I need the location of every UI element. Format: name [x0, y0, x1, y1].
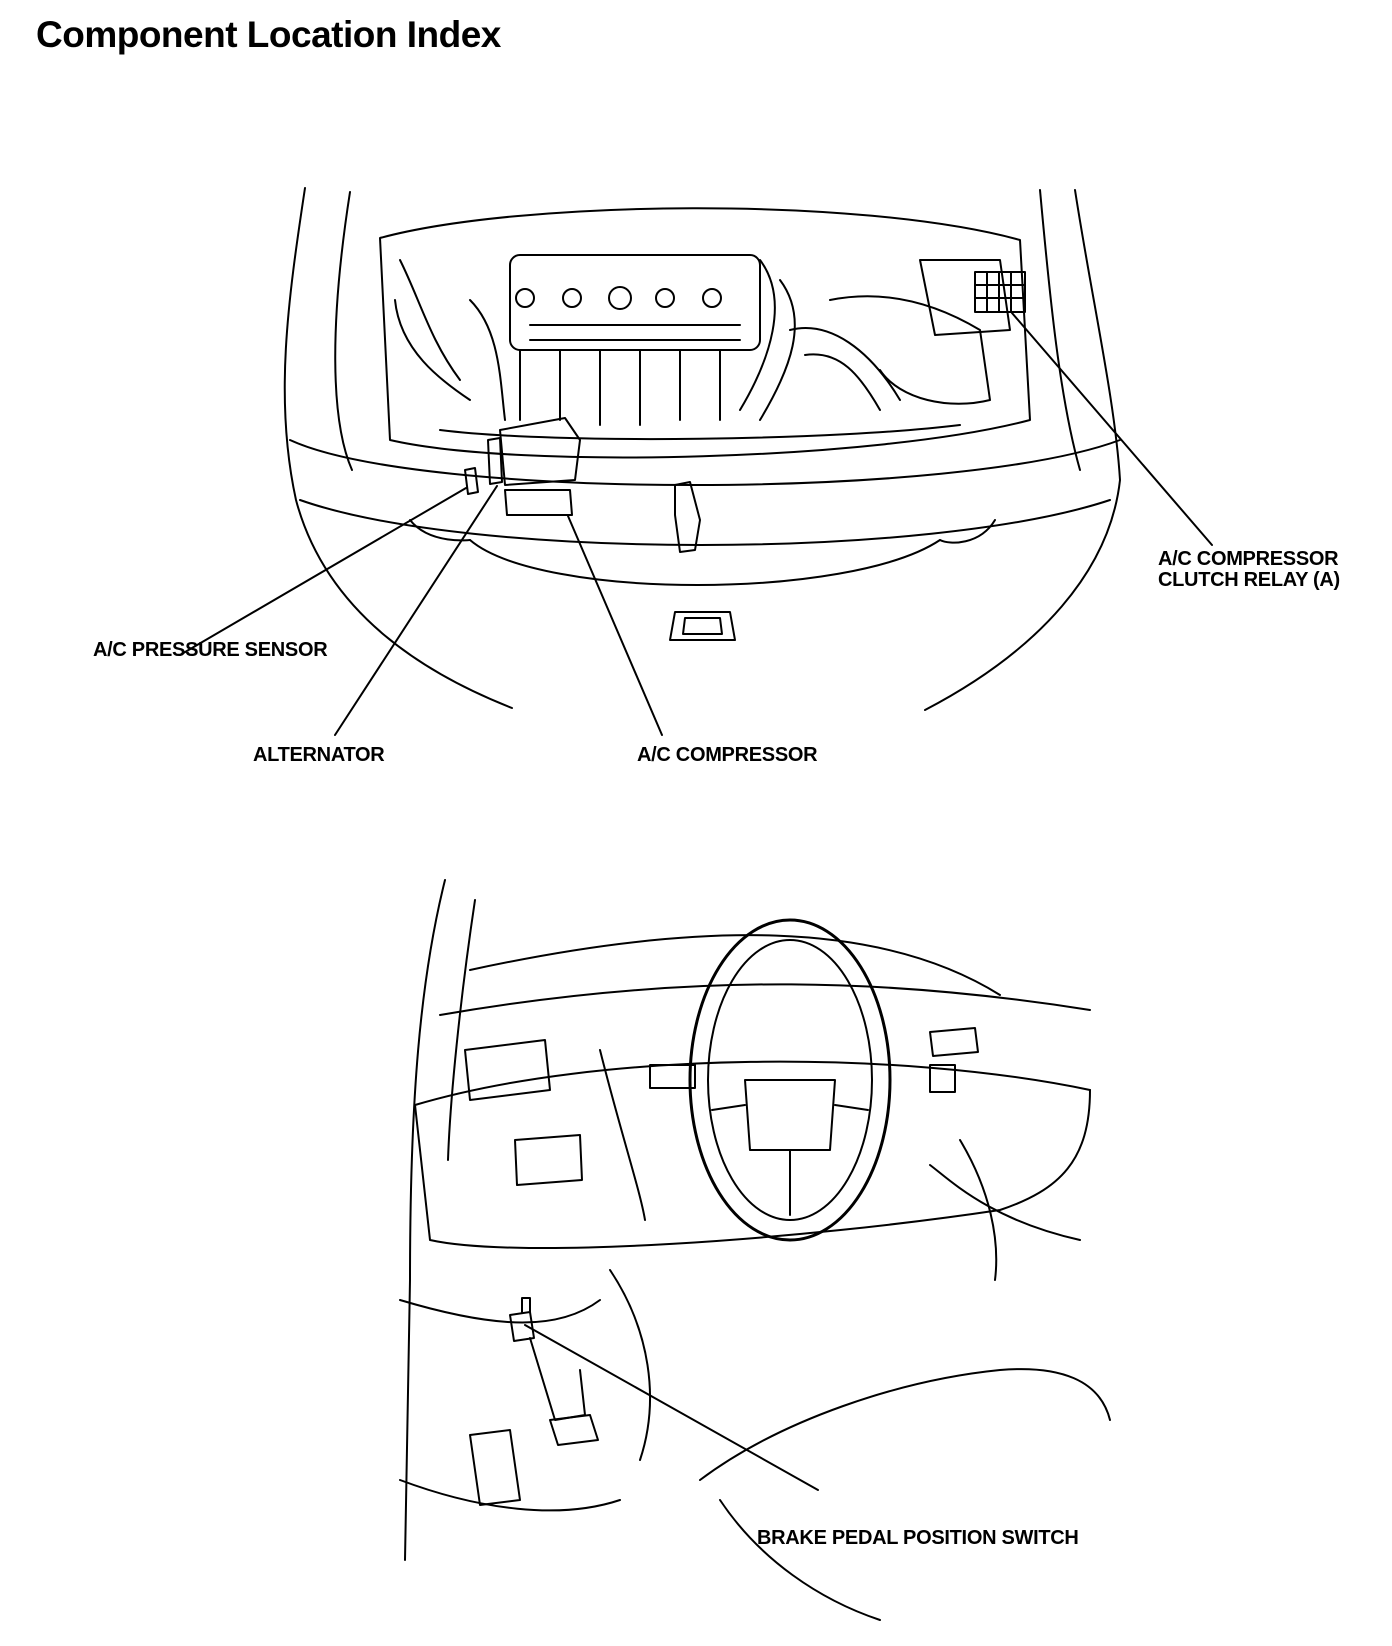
- steering-wheel: [688, 918, 892, 1242]
- emblem: [669, 611, 736, 641]
- right-fender-inner: [1039, 189, 1081, 471]
- grille-area: [469, 539, 941, 586]
- center-vent: [514, 1134, 583, 1186]
- left-fender-outline: [283, 187, 513, 709]
- engine-compartment-diagram: [179, 187, 1213, 736]
- left-vent: [464, 1039, 551, 1101]
- driver-seat: [699, 1368, 1111, 1481]
- bumper-lower: [299, 499, 1111, 546]
- brake-pedal: [529, 1337, 586, 1421]
- label-ac-compressor: A/C COMPRESSOR: [637, 744, 818, 766]
- page-title: Component Location Index: [36, 14, 501, 55]
- label-alternator: ALTERNATOR: [253, 744, 385, 766]
- footwell: [399, 1299, 621, 1512]
- leader-ac-pressure-sensor: [179, 487, 467, 656]
- pressure-sensor: [464, 467, 479, 495]
- cabin-diagram: [399, 879, 1111, 1621]
- label-ac-pressure-sensor: A/C PRESSURE SENSOR: [93, 639, 328, 661]
- label-brake-pedal-position-switch: BRAKE PEDAL POSITION SWITCH: [757, 1527, 1079, 1549]
- left-fender-inner: [334, 191, 353, 471]
- leader-alternator: [334, 485, 498, 736]
- label-ac-compressor-clutch-relay: A/C COMPRESSOR CLUTCH RELAY (A): [1158, 548, 1340, 591]
- engine-cover: [509, 254, 761, 351]
- dashboard-top: [414, 1060, 1091, 1106]
- relay-box: [974, 271, 1026, 313]
- windshield-frame: [469, 934, 1001, 996]
- a-pillar: [404, 879, 446, 1561]
- accelerator-pedal: [469, 1429, 521, 1506]
- front-bumper: [289, 439, 1121, 486]
- leader-ac-compressor: [567, 515, 663, 736]
- leader-ac-compressor-clutch-relay: [1011, 312, 1213, 546]
- steering-hub: [744, 1079, 836, 1151]
- turn-signal-stalk: [649, 1064, 696, 1089]
- hood-opening: [379, 207, 1031, 459]
- leader-brake-pedal-position-switch: [524, 1324, 819, 1491]
- compressor: [504, 489, 573, 516]
- right-fender-outline: [924, 189, 1121, 711]
- dashboard-face: [414, 1089, 1091, 1250]
- brake-pedal-switch: [509, 1297, 535, 1342]
- air-intake-duct: [789, 327, 901, 411]
- alternator: [499, 417, 581, 486]
- right-vent: [929, 1027, 979, 1057]
